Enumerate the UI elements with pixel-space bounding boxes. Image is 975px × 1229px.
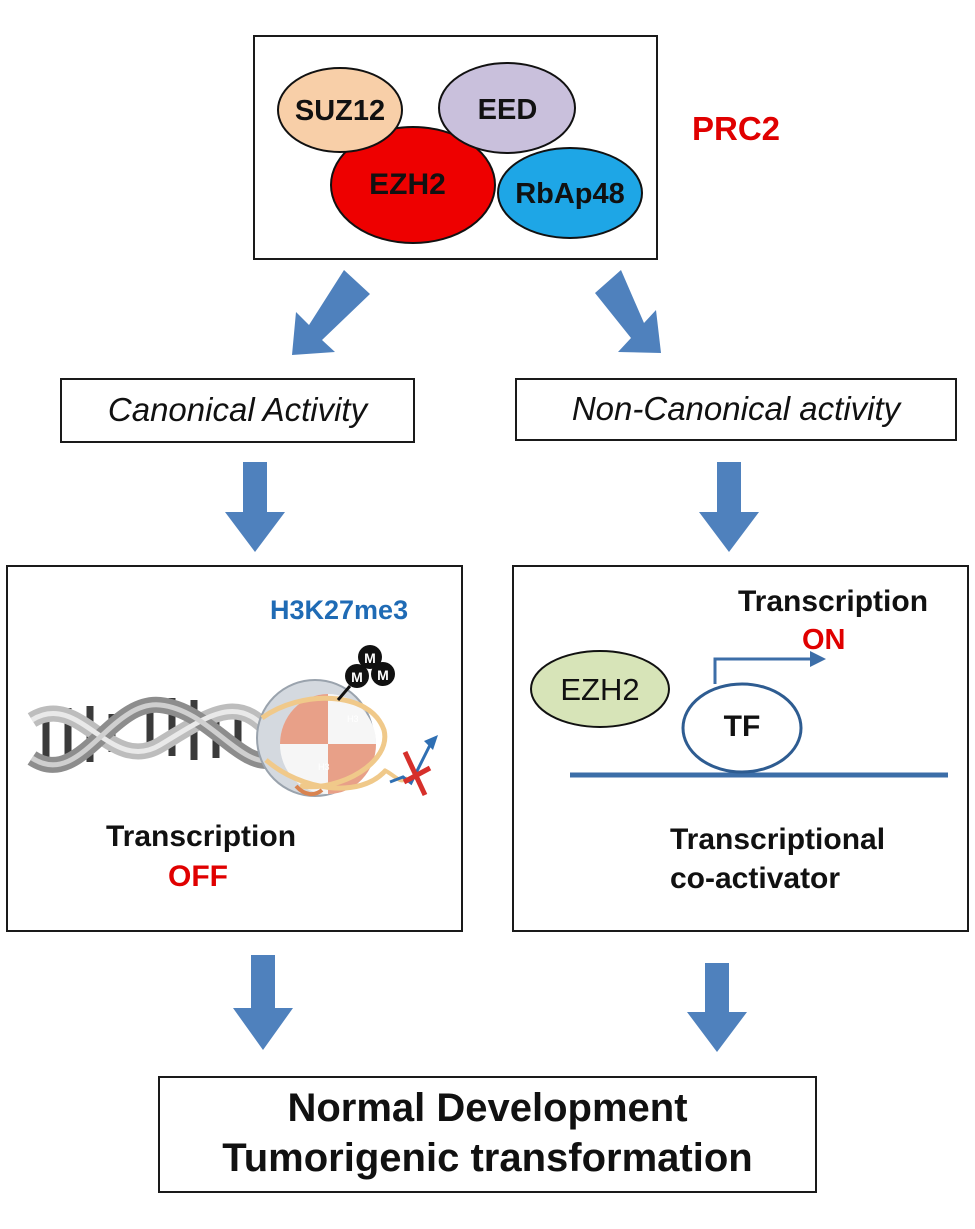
non-canonical-activity-label: Non-Canonical activity [571,390,901,427]
methyl-icon-right [371,662,395,686]
ezh2-label: EZH2 [369,168,446,201]
canonical-activity-label: Canonical Activity [107,391,368,428]
non-canonical-mechanism-box [512,565,969,932]
tf-ellipse [681,682,803,774]
eed-label: EED [477,94,538,126]
arrow-non-canonical-down [699,462,759,552]
rbap48-label: RbAp48 [515,178,625,210]
transcription-off-value: OFF [168,860,228,893]
suz12-label: SUZ12 [294,95,386,127]
arrow-to-canonical [292,270,370,355]
transcription-off-word: Transcription [106,820,297,853]
eed-subunit [438,62,576,154]
dna-helix-graphic [27,696,282,773]
suz12-subunit [277,67,403,153]
nucleosome-graphic: H3 H3 [256,679,438,797]
tf-label: TF [723,710,761,743]
arrow-non-canonical-to-outcome [687,963,747,1052]
histone-label-lower: H3 [318,762,330,772]
histone-label-upper: H3 [347,714,359,724]
rbap48-subunit [497,147,643,239]
svg-text:M: M [351,669,363,685]
ezh2-free-label: EZH2 [560,672,640,707]
canonical-activity-box [60,378,415,443]
methyl-groups: M M M [336,645,395,701]
svg-text:M: M [364,650,376,666]
coactivator-role-line2: co-activator [670,862,841,895]
methyl-icon-left [345,664,369,688]
methyl-icon-top [358,645,382,669]
svg-text:M: M [377,667,389,683]
h3k27me3-label: H3K27me3 [270,595,409,625]
coactivator-role-line1: Transcriptional [670,823,886,856]
arrows [225,270,759,1052]
outcome-box [158,1076,817,1193]
ezh2-free-ellipse [530,650,670,728]
transcription-on-value: ON [802,624,846,656]
outcome-line1: Normal Development [287,1086,688,1130]
prc2-label: PRC2 [692,110,781,147]
ezh2-subunit [330,126,496,244]
transcription-on-word: Transcription [738,585,929,618]
arrow-canonical-down [225,462,285,552]
transcription-start-arrow [713,657,812,684]
arrow-to-non-canonical [595,270,661,353]
outcome-line2: Tumorigenic transformation [222,1136,753,1180]
arrow-canonical-to-outcome [233,955,293,1050]
canonical-mechanism-box [6,565,463,932]
non-canonical-activity-box [515,378,957,441]
coactivator-graphic [530,650,948,778]
